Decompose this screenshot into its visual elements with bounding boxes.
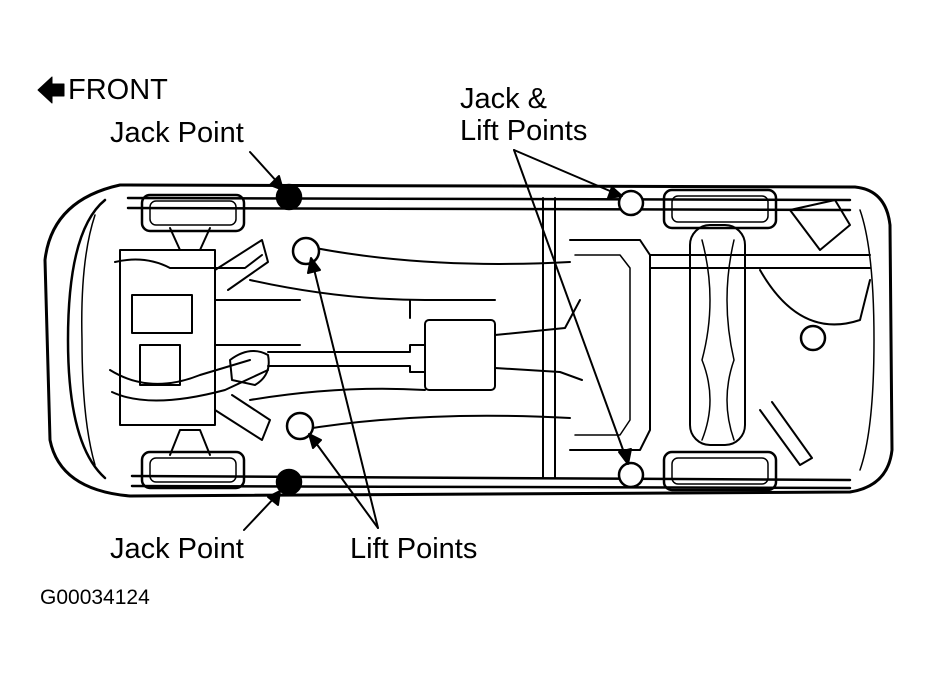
jack-point-bottom-marker [275,468,303,496]
lift-points-label: Lift Points [350,533,478,565]
engine-assembly [109,227,301,456]
tire-front-left [140,193,246,233]
jack-lift-points-line2: Lift Points [460,115,588,147]
front-label: FRONT [68,74,168,106]
tire-rear-right [662,450,778,492]
jack-lift-point-rear-top-marker [617,189,645,217]
jack-point-bottom-label: Jack Point [110,533,244,565]
rear-plug [799,324,827,352]
jack-lift-points-label: Jack & Lift Points [460,83,587,147]
tire-rear-left [662,188,778,230]
leader-lines [243,149,632,531]
lift-point-front-top-marker [291,236,321,266]
lift-point-front-bottom-marker [285,411,315,441]
jack-point-top-label: Jack Point [110,117,244,149]
rear-frame [542,197,871,479]
tire-front-right [140,450,246,490]
jack-lift-point-rear-bottom-marker [617,461,645,489]
exhaust-system [249,244,583,431]
car-body-outline [43,183,894,498]
front-arrow-icon [37,76,65,104]
jack-lift-points-line1: Jack & [460,83,548,115]
figure-id: G00034124 [40,586,150,609]
